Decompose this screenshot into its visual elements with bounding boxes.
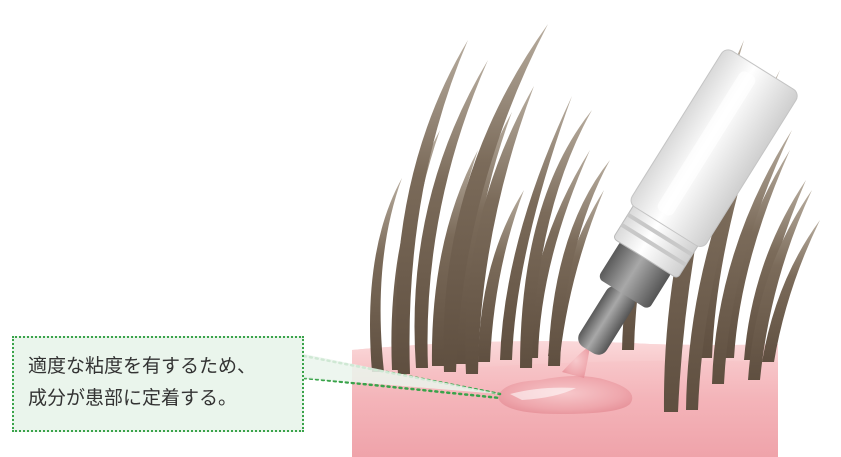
callout-line-1: 適度な粘度を有するため、 — [28, 350, 288, 382]
callout-line-2: 成分が患部に定着する。 — [28, 382, 288, 414]
callout-box: 適度な粘度を有するため、 成分が患部に定着する。 — [12, 336, 304, 432]
